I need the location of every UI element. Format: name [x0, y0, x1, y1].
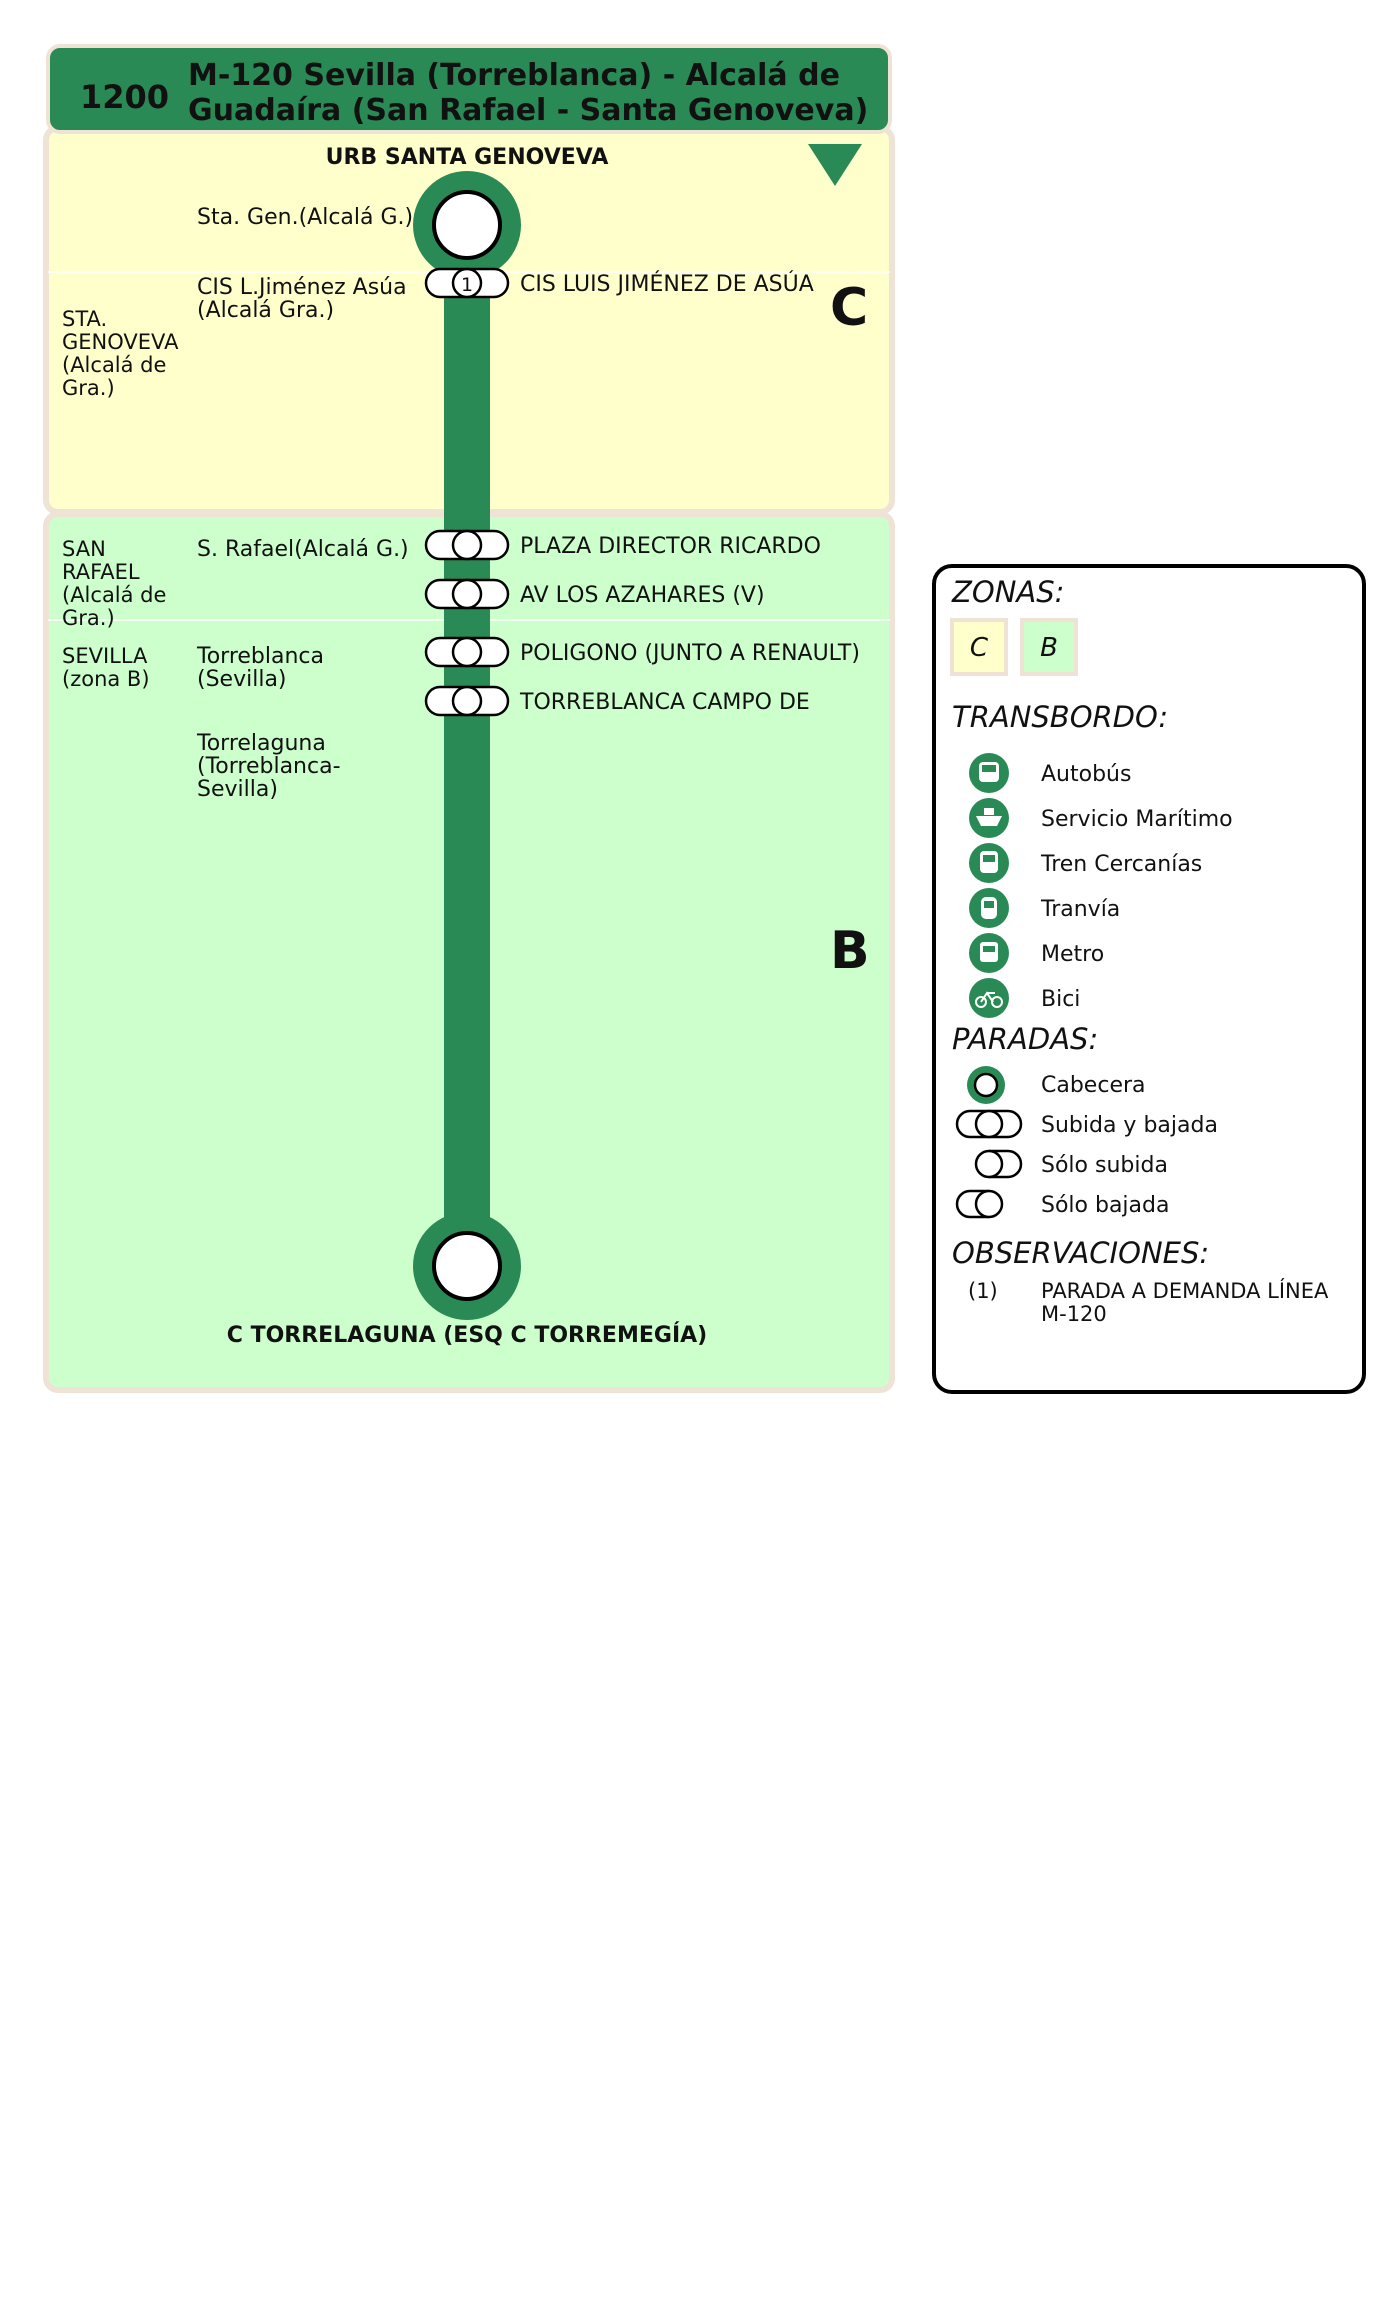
end-terminal-stop-inner [432, 1231, 502, 1301]
board-alight-stop-icon [955, 1109, 1023, 1139]
municipality-label: (Alcalá de [62, 353, 166, 377]
locality-label: Torrelaguna [196, 731, 326, 756]
locality-label: Sevilla) [197, 777, 278, 802]
stop-name: POLIGONO (JUNTO A RENAULT) [520, 641, 860, 666]
stop-marker [424, 578, 510, 610]
observation-text: PARADA A DEMANDA LÍNEA [1041, 1278, 1329, 1303]
end-terminal-label: C TORRELAGUNA (ESQ C TORREMEGÍA) [227, 1322, 707, 1348]
municipality-label: SEVILLA [62, 644, 148, 668]
locality-label: Torreblanca [196, 644, 324, 669]
metro-icon [969, 933, 1009, 973]
stop-marker [424, 685, 510, 717]
route-title-line1: M-120 Sevilla (Torreblanca) - Alcalá de [188, 58, 840, 93]
municipality-label: STA. [62, 307, 107, 331]
legend-transfer-label: Bici [1041, 987, 1080, 1012]
municipality-label: Gra.) [62, 376, 115, 400]
municipality-label: GENOVEVA [62, 330, 179, 354]
legend-stops-title: PARADAS: [952, 1022, 1098, 1056]
legend-zone-b-swatch [1020, 618, 1078, 676]
municipality-label: Gra.) [62, 606, 115, 630]
route-title-line2: Guadaíra (San Rafael - Santa Genoveva) [188, 93, 868, 128]
legend-transfer-label: Metro [1041, 942, 1104, 967]
legend-zone-c-swatch [950, 618, 1008, 676]
start-terminal-stop-inner [432, 190, 502, 260]
zone-letter-c: C [830, 278, 868, 338]
legend-zones-title: ZONAS: [951, 575, 1064, 609]
legend-zone-b-label: B [1040, 633, 1058, 663]
terminal-stop-icon [967, 1066, 1005, 1104]
stop-name: CIS LUIS JIMÉNEZ DE ASÚA [520, 271, 814, 297]
locality-label: CIS L.Jiménez Asúa [197, 275, 407, 300]
legend-transfer-label: Tren Cercanías [1040, 852, 1202, 877]
train-icon [969, 843, 1009, 883]
legend-stop-label: Sólo bajada [1041, 1193, 1169, 1218]
stop-name: AV LOS AZAHARES (V) [520, 583, 765, 608]
locality-label: Sta. Gen.(Alcalá G.) [197, 205, 413, 230]
legend-transfer-label: Autobús [1041, 762, 1131, 787]
route-line [444, 222, 490, 1272]
locality-label: S. Rafael(Alcalá G.) [197, 537, 409, 562]
municipality-label: (Alcalá de [62, 583, 166, 607]
locality-label: (Sevilla) [197, 667, 287, 692]
legend-zone-c-label: C [970, 633, 989, 663]
direction-arrow-icon [808, 144, 862, 186]
observation-ref: (1) [968, 1279, 998, 1303]
legend-stop-label: Sólo subida [1041, 1153, 1168, 1178]
bike-icon [969, 978, 1009, 1018]
legend-observations-title: OBSERVACIONES: [952, 1236, 1209, 1270]
route-header [46, 44, 892, 134]
municipality-label: SAN [62, 537, 106, 561]
ship-icon [969, 798, 1009, 838]
stop-marker [424, 529, 510, 561]
zone-letter-b: B [830, 921, 870, 981]
bus-icon [969, 753, 1009, 793]
observation-text: M-120 [1041, 1302, 1107, 1326]
stop-marker: 1 [424, 267, 510, 299]
stop-name: TORREBLANCA CAMPO DE [519, 690, 810, 715]
locality-label: (Alcalá Gra.) [197, 298, 334, 323]
stop-marker [424, 636, 510, 668]
municipality-label: (zona B) [62, 667, 150, 691]
stop-name: PLAZA DIRECTOR RICARDO [520, 534, 821, 559]
stop-note-marker: 1 [461, 274, 473, 296]
municipality-label: RAFAEL [62, 560, 140, 584]
legend-stop-label: Cabecera [1041, 1073, 1146, 1098]
legend-transfer-label: Servicio Marítimo [1041, 807, 1233, 832]
tram-icon [969, 888, 1009, 928]
legend-box [932, 564, 1366, 1394]
locality-label: (Torreblanca- [197, 754, 341, 779]
line-number: 1200 [80, 78, 169, 116]
legend-stop-label: Subida y bajada [1041, 1113, 1218, 1138]
board-only-stop-icon [974, 1149, 1023, 1179]
legend-transfer-label: Tranvía [1040, 897, 1120, 922]
start-terminal-label: URB SANTA GENOVEVA [326, 145, 609, 170]
legend-transfer-title: TRANSBORDO: [952, 700, 1168, 734]
alight-only-stop-icon [955, 1189, 1004, 1219]
